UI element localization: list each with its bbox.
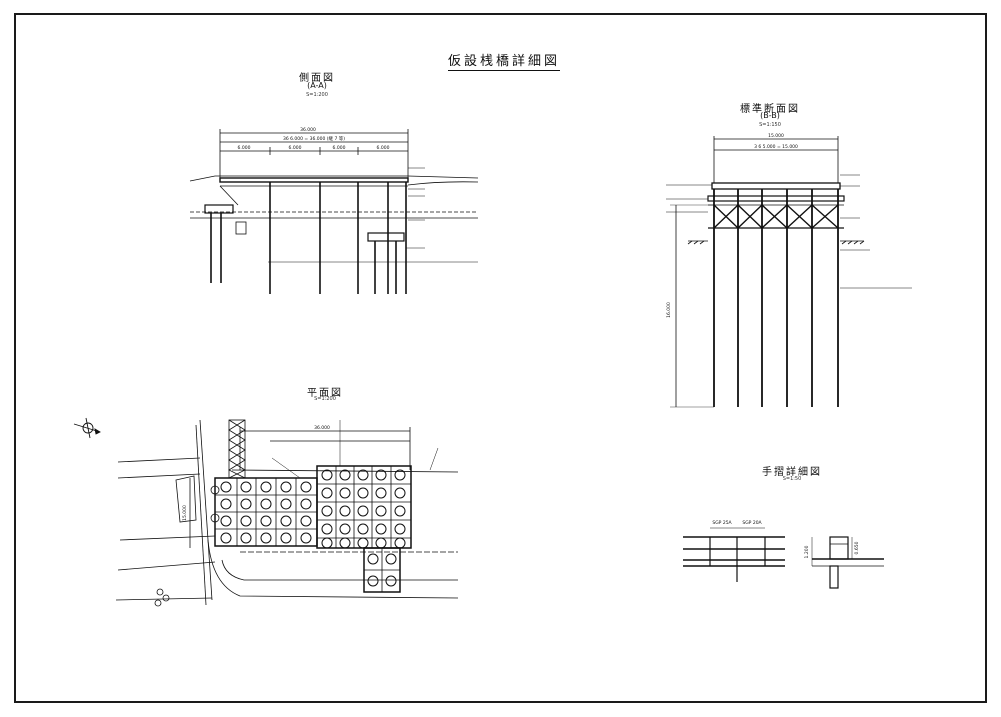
- side-span-4: 6.000: [377, 145, 390, 151]
- section-view-title: 標準断面図: [740, 104, 800, 115]
- side-view-subtitle: (A-A): [307, 81, 327, 90]
- side-span-3: 6.000: [333, 145, 346, 151]
- side-sub-dimension: 36 6.000 = 36.000 (継 7 等): [283, 135, 345, 142]
- section-view-drawing: [666, 136, 912, 408]
- handrail-mid-label: SGP 20A: [742, 520, 762, 526]
- side-view-drawing: [189, 129, 479, 294]
- plan-view-scale: S=1:200: [314, 396, 336, 402]
- sheet-border: [14, 13, 987, 703]
- side-total-dimension: 36.000: [300, 127, 316, 133]
- handrail-post-dimension: 0.650: [854, 541, 860, 554]
- section-view-scale: S=1:150: [759, 122, 781, 128]
- side-view-scale: S=1:200: [306, 92, 328, 98]
- section-depth-dimension: 16.000: [666, 302, 672, 318]
- section-view-subtitle: (B-B): [760, 111, 780, 120]
- sheet-title: 仮設桟橋詳細図: [448, 50, 561, 71]
- plan-total-dimension: 36.000: [314, 425, 330, 431]
- section-sub-dimension: 3 6 5.000 = 15.000: [754, 144, 798, 150]
- section-total-dimension: 15.000: [768, 133, 784, 139]
- handrail-height-dimension: 1.200: [804, 545, 810, 558]
- plan-width-dimension: 15.000: [182, 505, 188, 521]
- side-span-1: 6.000: [238, 145, 251, 151]
- handrail-view-drawing: [683, 527, 884, 589]
- side-view-title: 側面図: [299, 73, 335, 84]
- plan-view-drawing: [73, 417, 459, 607]
- plan-view-title: 平面図: [307, 388, 343, 399]
- handrail-view-title: 手摺詳細図: [762, 467, 822, 478]
- north-arrow-icon: [73, 417, 101, 439]
- handrail-top-label: SGP 25A: [712, 520, 732, 526]
- side-span-2: 6.000: [289, 145, 302, 151]
- handrail-view-scale: S=1:50: [782, 476, 802, 482]
